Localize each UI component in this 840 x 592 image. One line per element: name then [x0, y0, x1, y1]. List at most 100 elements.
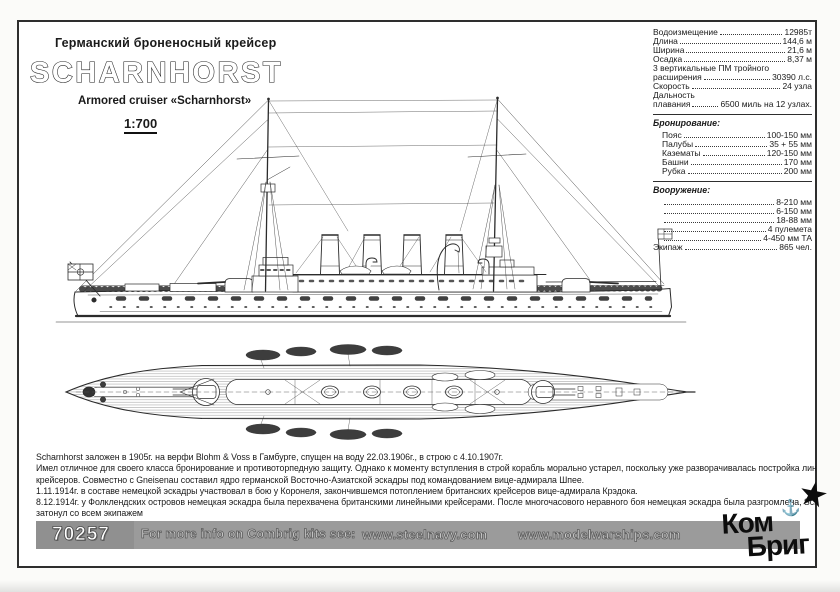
spec-label: Осадка [653, 54, 683, 64]
dot-leader [695, 145, 768, 147]
spec-value: 12985т [784, 27, 812, 37]
history-line: крейсеров. Совместно с Gneisenau состави… [36, 474, 585, 485]
anchor-icon: ⚓ [780, 499, 802, 518]
spec-value: 200 мм [783, 165, 812, 176]
spec-row: Водоизмещение 12985т [653, 28, 812, 37]
armament-heading: Вооружение: [653, 184, 711, 195]
dot-leader [664, 230, 766, 232]
spec-value: 8-210 мм [776, 196, 812, 207]
spec-row: Пояс 100-150 мм [653, 131, 812, 140]
footer-info-label: For more info on Combrig kits see: [141, 527, 356, 542]
dot-leader [684, 61, 786, 62]
spec-row: плавания 6500 миль на 12 узлах. [653, 100, 812, 109]
spec-row: Палубы 35 + 55 мм [653, 140, 812, 149]
spec-value: 24 узла [782, 81, 812, 91]
dot-leader [664, 212, 775, 214]
brand-line-2: Бриг [745, 528, 810, 563]
spec-value: 4 пулемета [767, 223, 812, 234]
spec-row: Дальность [653, 91, 812, 100]
history-line: затонул со всем экипажем [36, 508, 143, 519]
page-title: SCHARNHORST [30, 57, 283, 89]
history-line: 1.11.1914г. в составе немецкой эскадры у… [36, 485, 638, 496]
spec-value: 144,6 м [782, 36, 812, 46]
spec-value: 6-150 мм [776, 205, 812, 216]
spec-value: 30390 л.с. [772, 72, 812, 82]
specs-panel: Водоизмещение 12985т Длина 144,6 м Ширин… [653, 28, 812, 252]
dot-leader [683, 136, 765, 138]
dot-leader [690, 163, 782, 165]
armor-specs-list: Пояс 100-150 мм Палубы 35 + 55 мм Казема… [653, 131, 812, 176]
spec-row: Башни 170 мм [653, 158, 812, 167]
spec-label: Длина [653, 36, 678, 46]
spec-value: 6500 миль на 12 узлах. [720, 99, 812, 109]
spec-label: Экипаж [653, 241, 683, 252]
spec-value: 8,37 м [787, 54, 812, 64]
spec-label: Скорость [653, 81, 690, 91]
spec-value: 170 мм [783, 156, 812, 167]
spec-row: 3 вертикальные ПМ тройного [653, 64, 812, 73]
dot-leader [664, 221, 775, 223]
spec-row: 6-150 мм [653, 207, 812, 216]
history-line: Scharnhorst заложен в 1905г. на верфи Bl… [36, 452, 504, 462]
kit-number: 70257 [52, 524, 110, 546]
spec-value: 21,6 м [787, 45, 812, 55]
spec-label: Казематы [662, 147, 701, 158]
spec-row: Ширина 21,6 м [653, 46, 812, 55]
spec-row: Экипаж 865 чел. [653, 243, 812, 252]
dot-leader [687, 172, 782, 174]
divider [653, 114, 812, 115]
dot-leader [684, 248, 778, 250]
spec-value: 18-88 мм [776, 214, 812, 225]
dot-leader [691, 88, 781, 89]
dot-leader [686, 52, 786, 53]
history-text: Scharnhorst заложен в 1905г. на верфи Bl… [36, 452, 816, 520]
dot-leader [664, 203, 775, 205]
scan-edge-shadow [0, 580, 840, 592]
spec-row: 4-450 мм ТА [653, 234, 812, 243]
footer-bar: 70257 For more info on Combrig kits see:… [36, 521, 800, 549]
dot-leader [719, 34, 783, 35]
ship-class-ru: Германский броненосный крейсер [55, 36, 277, 50]
spec-label: плавания [653, 99, 691, 109]
spec-value: 35 + 55 мм [769, 138, 812, 149]
spec-row: 8-210 мм [653, 198, 812, 207]
spec-row: Длина 144,6 м [653, 37, 812, 46]
spec-label: Водоизмещение [653, 27, 718, 37]
dot-leader [664, 239, 762, 241]
armor-heading: Бронирование: [653, 118, 721, 128]
ship-title: SCHARNHORST [29, 56, 283, 89]
plan-view-drawing [64, 344, 696, 440]
spec-row: Осадка 8,37 м [653, 55, 812, 64]
spec-value: 4-450 мм ТА [763, 232, 812, 243]
spec-label: Дальность [653, 90, 695, 100]
spec-row: Рубка 200 мм [653, 167, 812, 176]
spec-label: Ширина [653, 45, 685, 55]
steelnavy-url: www.steelnavy.com [362, 527, 488, 543]
armament-specs-list: 8-210 мм 6-150 мм 18-88 мм 4 пулемета [653, 198, 812, 252]
spec-value: 865 чел. [779, 241, 812, 252]
divider [653, 180, 812, 182]
spec-value: 100-150 мм [766, 129, 812, 140]
spec-label: Пояс [662, 129, 682, 140]
dot-leader [692, 106, 719, 107]
spec-row: 18-88 мм [653, 216, 812, 225]
spec-label: Рубка [662, 165, 686, 176]
spec-label: Башни [662, 156, 689, 167]
history-line: 8.12.1914г. у Фолклендских островов неме… [36, 497, 816, 508]
dot-leader [679, 43, 781, 44]
history-line: Имел отличное для своего класса брониров… [36, 463, 816, 474]
spec-row: Скорость 24 узла [653, 82, 812, 91]
main-specs-list: Водоизмещение 12985т Длина 144,6 м Ширин… [653, 28, 812, 109]
side-profile-drawing [55, 96, 687, 323]
scale-label: 1:700 [124, 116, 158, 134]
spec-value: 120-150 мм [766, 147, 812, 158]
ship-class-en: Armored cruiser «Scharnhorst» [78, 95, 252, 107]
dot-leader [702, 154, 765, 156]
spec-label: Палубы [662, 138, 694, 149]
spec-row: 4 пулемета [653, 225, 812, 234]
combrig-logo: ★ ⚓ Ком Бриг [714, 473, 835, 583]
spec-row: Казематы 120-150 мм [653, 149, 812, 158]
spec-label: 3 вертикальные ПМ тройного [653, 63, 770, 73]
spec-label: расширения [653, 72, 702, 82]
